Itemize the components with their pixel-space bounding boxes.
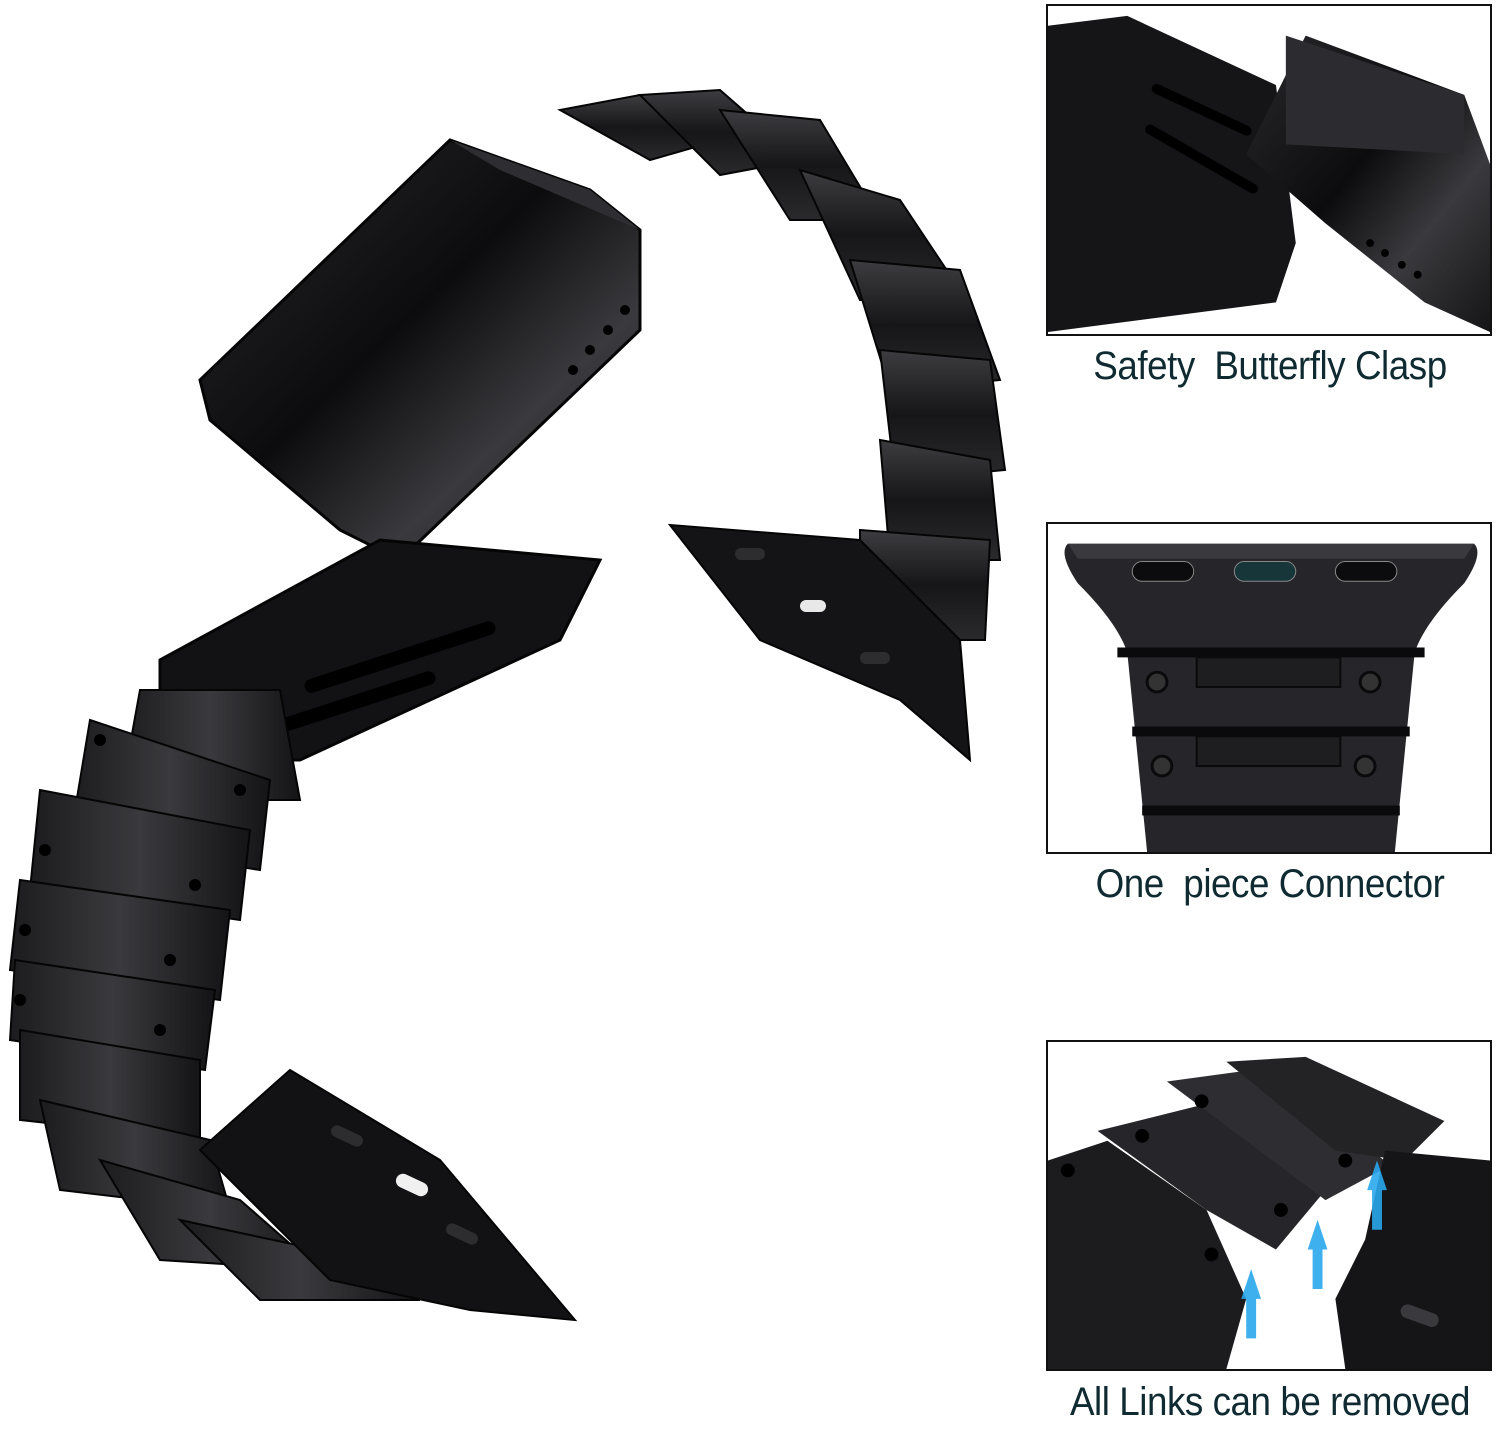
butterfly-clasp [198,138,642,562]
left-watch-connector [198,1068,578,1322]
inset-clasp-panel [1046,4,1492,336]
inset-connector-panel [1046,522,1492,854]
inset-links-panel [1046,1040,1492,1371]
right-watch-connector [667,523,972,763]
caption-safety-butterfly-clasp: Safety Butterfly Clasp [1093,344,1447,388]
removable-links-detail-icon [1048,1042,1490,1369]
link-pins [14,734,246,1036]
arrow-icons [1241,1160,1387,1339]
caption-one-piece-connector: One piece Connector [1095,862,1445,906]
main-product-photo [8,88,1007,1322]
connector-detail-icon [1048,524,1490,852]
caption-all-links-removable: All Links can be removed [1069,1380,1471,1424]
lower-band-links [8,689,421,1301]
upper-band-links [557,88,1007,641]
butterfly-clasp-detail-icon [1048,6,1490,334]
watch-band-illustration [8,88,1007,1322]
